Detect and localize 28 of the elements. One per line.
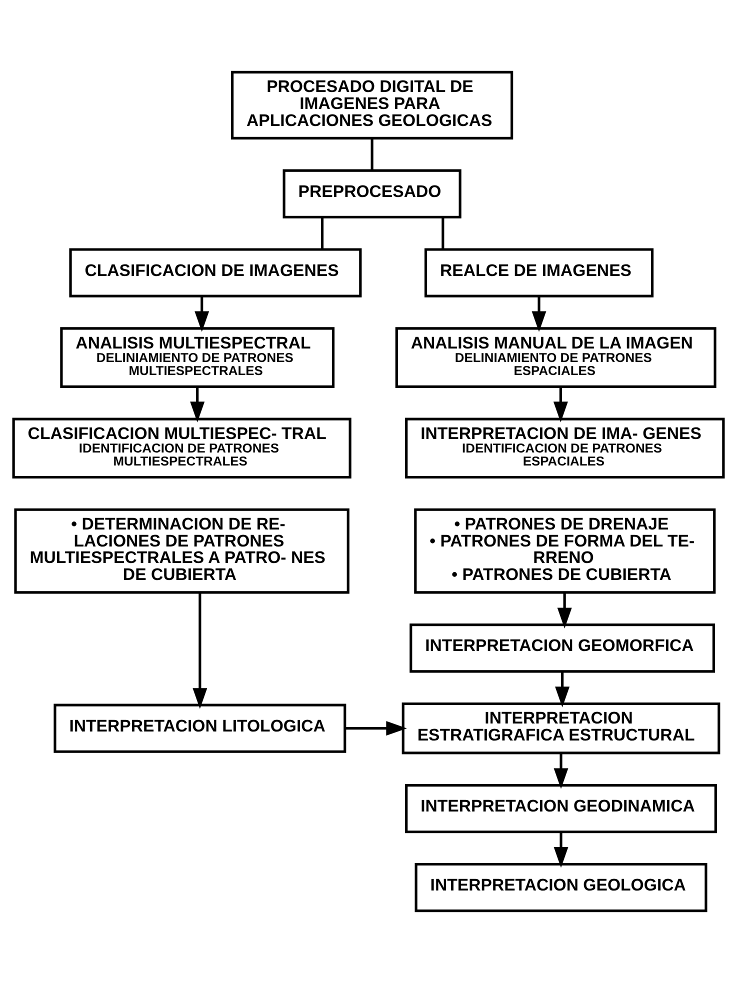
arrow: [192, 592, 208, 708]
node-box: CLASIFICACION DE IMAGENES: [69, 248, 362, 297]
arrow: [194, 296, 210, 332]
arrow: [554, 752, 568, 788]
arrow: [345, 720, 407, 736]
arrow: [190, 386, 205, 422]
arrow: [557, 592, 572, 628]
node-box: PROCESADO DIGITAL DE IMAGENES PARA APLICACIONES GEOLOGICAS: [231, 70, 514, 139]
connector: [442, 217, 444, 249]
node-box: • DETERMINACION DE RE- LACIONES DE PATRONES MULTIESPECTRALES A PATRO- NES DE CUBIERTA: [14, 508, 350, 594]
node-box: CLASIFICACION MULTIESPEC- TRAL IDENTIFICACION DE PATRONES MULTIESPECTRALES: [12, 417, 352, 478]
node-box: INTERPRETACION GEODINAMICA: [405, 784, 717, 833]
node-box: PREPROCESADO: [282, 168, 462, 218]
node-box: INTERPRETACION ESTRATIGRAFICA ESTRUCTURAL: [402, 702, 720, 754]
node-box: ANALISIS MANUAL DE LA IMAGEN DELINIAMIENTO DE PATRONES ESPACIALES: [395, 326, 716, 388]
node-box: ANALISIS MULTIESPECTRAL DELINIAMIENTO DE PATRONES MULTIESPECTRALES: [60, 326, 335, 388]
node-box: INTERPRETACION LITOLOGICA: [54, 703, 346, 752]
node-box: • PATRONES DE DRENAJE • PATRONES DE FORMA DEL TE- RRENO • PATRONES DE CUBIERTA: [414, 508, 716, 594]
connector: [320, 217, 324, 249]
connector: [370, 138, 374, 170]
arrow: [555, 671, 570, 707]
node-box: INTERPRETACION DE IMA- GENES IDENTIFICACION DE PATRONES ESPACIALES: [405, 417, 725, 478]
arrow: [553, 386, 568, 422]
node-box: INTERPRETACION GEOMORFICA: [410, 623, 716, 672]
node-box: REALCE DE IMAGENES: [424, 248, 654, 297]
node-box: INTERPRETACION GEOLOGICA: [414, 862, 708, 912]
arrow: [532, 296, 546, 332]
arrow: [554, 832, 568, 868]
